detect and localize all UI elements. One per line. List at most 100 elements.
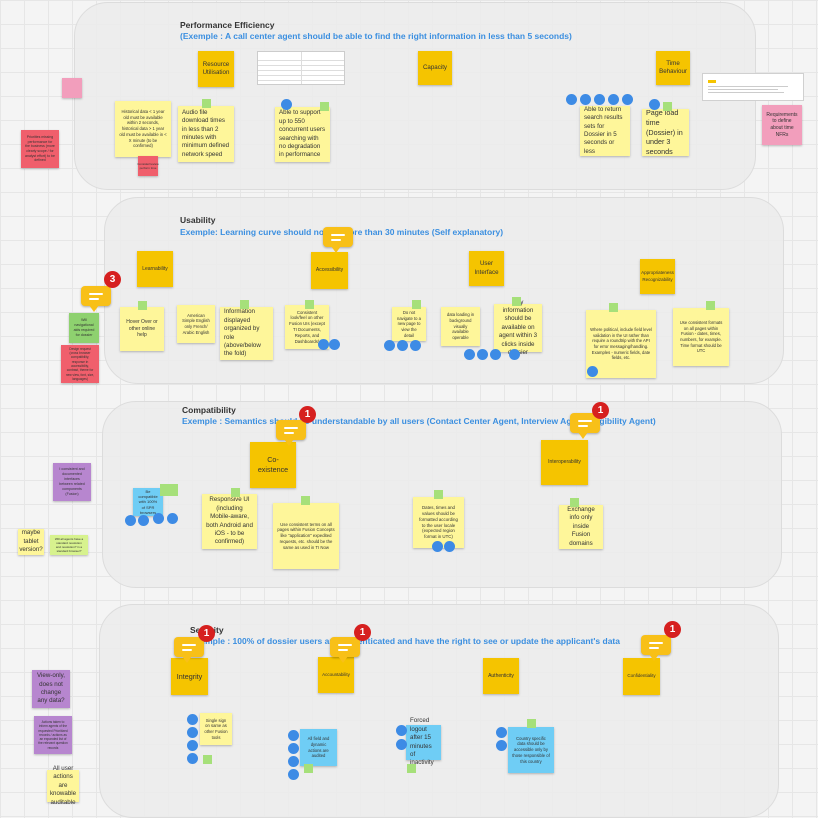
sticky-user-interface[interactable]: User Interface [469,251,504,286]
sticky-page-load[interactable]: Page load time (Dossier) in under 3 seco… [642,108,689,156]
sticky-navigational-aids[interactable]: Will navigational aids required for doss… [69,313,99,343]
sticky-auditable-actions[interactable]: All user actions are knowable auditable [47,765,79,806]
sticky-appropriateness[interactable]: Appropriateness Recognizability [640,259,675,294]
sticky-interoperability[interactable]: Interoperability [541,440,588,485]
sticky-consistent-terms[interactable]: Use consistent terms on all pages within… [273,503,339,569]
vote-dot[interactable] [587,366,598,377]
sticky-authenticity[interactable]: Authenticity [483,658,519,694]
sticky-pin [138,301,147,310]
vote-dot[interactable] [153,513,164,524]
sticky-design-request[interactable]: Design request (cross browser compatibil… [61,345,99,383]
comment-bubble[interactable] [330,637,360,663]
sticky-single-sign-on[interactable]: Single sign on same as other Fusion tool… [200,713,232,745]
sticky-accessibility[interactable]: Accessibility [311,252,348,289]
comment-count-badge[interactable]: 1 [198,625,215,642]
comment-count-badge[interactable]: 1 [354,624,371,641]
comment-bubble[interactable] [81,286,111,312]
comment-count-badge[interactable]: 1 [664,621,681,638]
sticky-audio-download[interactable]: Audio file download times in less than 2… [178,106,234,162]
sticky-integrity[interactable]: Integrity [171,658,208,695]
comment-count-badge[interactable]: 1 [299,406,316,423]
comment-bubble[interactable] [323,227,353,253]
vote-dot[interactable] [396,725,407,736]
sticky-historical-data[interactable]: Historical data < 1 year old must be ava… [115,101,171,157]
sticky-search-results[interactable]: Able to return search results sets for D… [580,106,630,156]
sticky-field-validation[interactable]: Where political, include field level val… [586,310,656,378]
comment-bubble[interactable] [641,635,671,661]
vote-dot[interactable] [566,94,577,105]
comment-bubble[interactable] [174,637,204,663]
sticky-learnability[interactable]: Learnability [137,251,173,287]
vote-dot[interactable] [490,349,501,360]
sticky-info-by-role[interactable]: Information displayed organized by role … [220,307,273,360]
comment-count-badge[interactable]: 1 [592,402,609,419]
sticky-simple-english[interactable]: American Simple English only French/ Ara… [177,305,215,343]
sticky-pin [434,490,443,499]
vote-dot[interactable] [167,513,178,524]
performance-table-image[interactable] [257,51,345,85]
sticky-country-specific[interactable]: Country specific data should be accessib… [508,727,554,773]
sticky-pin [412,300,421,309]
sticky-pink-small[interactable] [62,78,82,98]
vote-dot[interactable] [410,340,421,351]
sticky-responsive-ui[interactable]: Responsive UI (including Mobile-aware, b… [202,494,257,549]
comment-bubble[interactable] [570,413,600,439]
vote-dot[interactable] [608,94,619,105]
vote-dot[interactable] [187,727,198,738]
sticky-background-loading[interactable]: data loading in background visually avai… [441,307,480,346]
sticky-time-behaviour[interactable]: Time Behaviour [656,51,690,85]
vote-dot[interactable] [396,739,407,750]
vote-dot[interactable] [187,714,198,725]
vote-dot[interactable] [509,349,520,360]
vote-dot[interactable] [138,515,149,526]
vote-dot[interactable] [288,769,299,780]
comment-bubble[interactable] [276,420,306,446]
sticky-exchange-info[interactable]: Exchange info only inside Fusion domains [559,505,603,549]
sticky-requirements-time-nfrs[interactable]: Requirements to define about time NFRs [762,105,802,145]
vote-dot[interactable] [594,94,605,105]
sticky-forced-logout[interactable]: Forced logout after 15 minutes of inacti… [406,717,441,766]
vote-dot[interactable] [384,340,395,351]
vote-dot[interactable] [444,541,455,552]
vote-dot[interactable] [496,727,507,738]
vote-dot[interactable] [318,339,329,350]
vote-dot[interactable] [329,339,340,350]
sticky-accountability[interactable]: Accountability [318,657,354,693]
sticky-performance-priorities[interactable]: Priorities missing performance for the b… [21,130,59,168]
requirements-doc-thumbnail[interactable] [702,73,804,101]
sticky-consider-review[interactable]: Consider/review perform time [137,156,159,176]
sticky-confidentiality[interactable]: Confidentiality [623,658,660,695]
sticky-tablet-version[interactable]: maybe tablet version? [18,529,44,555]
sticky-no-new-page[interactable]: Do not navigate to a new page to view th… [392,307,426,341]
sticky-consistent-formats[interactable]: Use consistent formats on all pages with… [673,308,729,366]
sticky-co-existence[interactable]: Co-existence [250,442,296,488]
vote-dot[interactable] [464,349,475,360]
sticky-three-clicks[interactable]: Any information should be available on a… [494,299,542,356]
vote-dot[interactable] [288,730,299,741]
vote-dot[interactable] [187,753,198,764]
sticky-actions-taken[interactable]: Actions taken to inform agents of the re… [34,716,72,754]
sticky-resource-utilisation[interactable]: Resource Utilisation [198,51,234,87]
vote-dot[interactable] [477,349,488,360]
vote-dot[interactable] [187,740,198,751]
vote-dot[interactable] [288,743,299,754]
vote-dot[interactable] [125,515,136,526]
sticky-browser-compat[interactable]: Be compatible with 100% of SPR browsers [133,488,163,516]
vote-dot[interactable] [397,340,408,351]
vote-dot[interactable] [622,94,633,105]
sticky-locale-format[interactable]: Dates, times and values should be format… [413,497,464,548]
vote-dot[interactable] [580,94,591,105]
sticky-capacity[interactable]: Capacity [418,51,452,85]
vote-dot[interactable] [649,99,660,110]
sticky-view-only[interactable]: View-only, does not change any data? [32,670,70,708]
sticky-hover-over[interactable]: Hover Over or other online help [120,307,164,351]
sticky-standard-resolution[interactable]: Will all agents have a standard resoluti… [50,535,88,555]
vote-dot[interactable] [281,99,292,110]
vote-dot[interactable] [496,740,507,751]
sticky-concurrent-users[interactable]: Able to support up to 550 concurrent use… [275,107,330,162]
vote-dot[interactable] [432,541,443,552]
sticky-field-dynamic-actions[interactable]: All field and dynamic actions are audite… [300,729,337,766]
comment-count-badge[interactable]: 3 [104,271,121,288]
vote-dot[interactable] [288,756,299,767]
sticky-consistent-interfaces[interactable]: I consistent and documented interfaces b… [53,463,91,501]
